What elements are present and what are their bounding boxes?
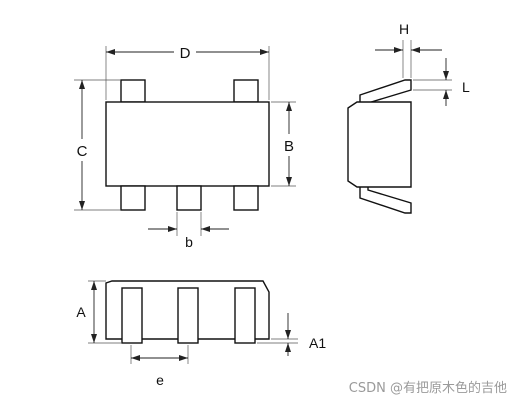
dimension-l: L <box>413 58 470 106</box>
dimension-a1: A1 <box>257 313 326 356</box>
front-lead-middle <box>177 287 199 344</box>
dimension-a: A <box>74 280 122 344</box>
top-view: D C B b <box>72 42 298 250</box>
label-l: L <box>462 79 470 95</box>
front-lead-left <box>121 287 143 344</box>
lead-top-left <box>120 79 146 103</box>
package-body-side <box>347 101 412 188</box>
dimension-e: e <box>130 345 189 388</box>
lead-top-right <box>233 79 259 103</box>
label-c: C <box>77 143 88 160</box>
label-b-lower: b <box>185 234 193 250</box>
side-view: H L <box>347 21 470 214</box>
label-e: e <box>156 372 164 388</box>
label-a: A <box>76 304 86 320</box>
lead-bottom-middle <box>176 185 202 211</box>
lead-bottom-right <box>233 185 259 211</box>
front-lead-right <box>234 287 256 344</box>
label-a1: A1 <box>309 335 326 351</box>
dimension-lead-width: b <box>148 212 229 250</box>
dimension-h: H <box>375 21 442 78</box>
package-body-top <box>105 101 270 187</box>
lead-bottom-left <box>120 185 146 211</box>
dimension-b: B <box>271 101 298 187</box>
dimension-c: C <box>72 79 121 211</box>
side-lead <box>359 79 412 214</box>
front-view: A A1 e <box>74 280 326 388</box>
dimension-d: D <box>105 42 270 100</box>
label-d: D <box>180 45 191 62</box>
watermark-text: CSDN @有把原木色的吉他 <box>349 380 507 396</box>
label-b-upper: B <box>284 138 294 155</box>
label-h: H <box>399 21 409 37</box>
